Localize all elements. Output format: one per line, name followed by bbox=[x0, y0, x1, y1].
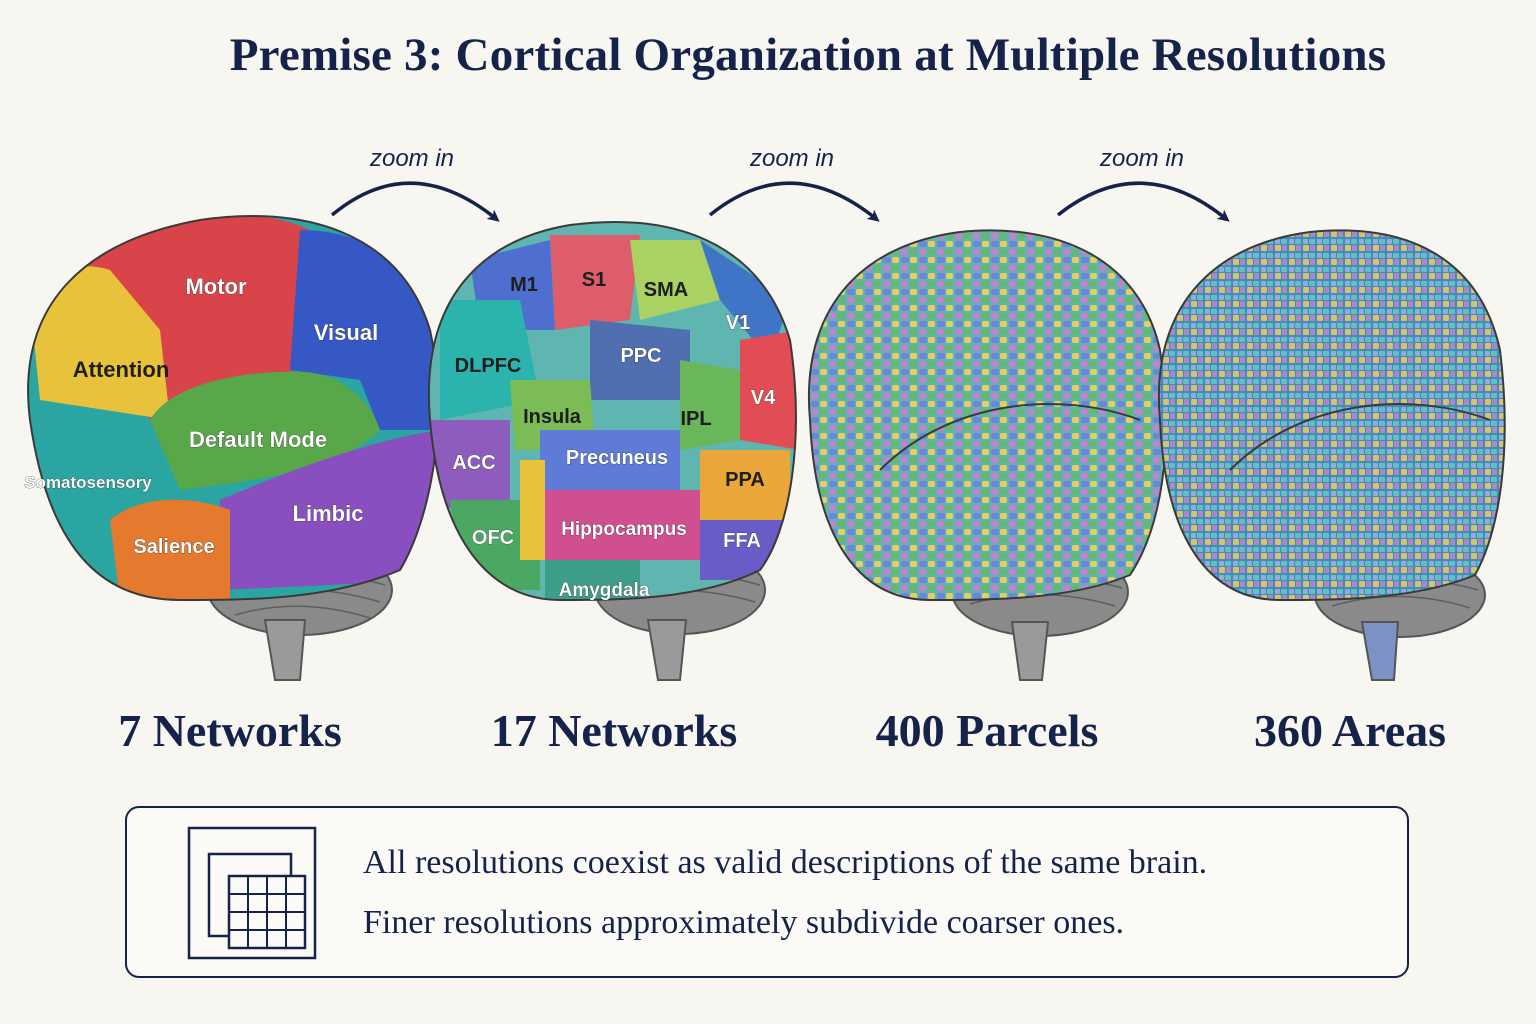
zoom-arrow-3: zoom in bbox=[1056, 145, 1230, 222]
region-label-default-mode: Default Mode bbox=[189, 427, 327, 452]
region-label-amygdala: Amygdala bbox=[559, 580, 650, 601]
caption-360-areas: 360 Areas bbox=[1253, 705, 1447, 756]
brain-17-networks: M1 S1 SMA V1 DLPFC PPC Insula IPL V4 ACC… bbox=[427, 221, 797, 681]
region-label-precuneus: Precuneus bbox=[566, 447, 668, 469]
zoom-arrow-2: zoom in bbox=[708, 145, 880, 222]
diagram-canvas: zoom in zoom in zoom in Motor Visual Att… bbox=[24, 145, 1506, 681]
region-label-ffa: FFA bbox=[723, 530, 761, 552]
nested-grid-icon bbox=[187, 826, 317, 960]
page-title: Premise 3: Cortical Organization at Mult… bbox=[229, 29, 1387, 81]
region-label-visual: Visual bbox=[314, 320, 378, 345]
region-label-sma: SMA bbox=[644, 279, 688, 301]
region-label-ipl: IPL bbox=[680, 408, 711, 430]
region-label-s1: S1 bbox=[582, 269, 606, 291]
region-label-ofc: OFC bbox=[472, 527, 514, 549]
zoom-label-2: zoom in bbox=[749, 145, 834, 172]
region-label-ppc: PPC bbox=[620, 345, 661, 367]
region-label-m1: M1 bbox=[510, 274, 538, 296]
zoom-label-3: zoom in bbox=[1099, 145, 1184, 172]
brain-360-areas bbox=[1157, 229, 1506, 681]
region-label-insula: Insula bbox=[523, 406, 582, 428]
brain-7-networks: Motor Visual Attention Default Mode Soma… bbox=[24, 214, 439, 681]
note-line-1: All resolutions coexist as valid descrip… bbox=[363, 844, 1208, 881]
caption-17-networks: 17 Networks bbox=[490, 705, 738, 756]
region-label-limbic: Limbic bbox=[293, 501, 364, 526]
region-label-acc: ACC bbox=[452, 452, 495, 474]
region-label-somatosensory: Somatosensory bbox=[24, 473, 152, 492]
caption-400-parcels: 400 Parcels bbox=[875, 705, 1099, 756]
region-label-salience: Salience bbox=[133, 536, 214, 558]
caption-7-networks: 7 Networks bbox=[118, 705, 342, 756]
region-label-motor: Motor bbox=[185, 274, 247, 299]
region-label-v1: V1 bbox=[726, 312, 750, 334]
region-label-v4: V4 bbox=[751, 387, 776, 409]
region-label-dlpfc: DLPFC bbox=[455, 355, 522, 377]
zoom-label-1: zoom in bbox=[369, 145, 454, 172]
region-label-ppa: PPA bbox=[725, 469, 765, 491]
zoom-arrow-1: zoom in bbox=[330, 145, 500, 222]
summary-note: All resolutions coexist as valid descrip… bbox=[125, 806, 1409, 978]
brain-400-parcels bbox=[807, 229, 1167, 681]
note-line-2: Finer resolutions approximately subdivid… bbox=[363, 904, 1125, 941]
region-label-hippocampus: Hippocampus bbox=[561, 519, 687, 540]
region-label-attention: Attention bbox=[73, 357, 170, 382]
